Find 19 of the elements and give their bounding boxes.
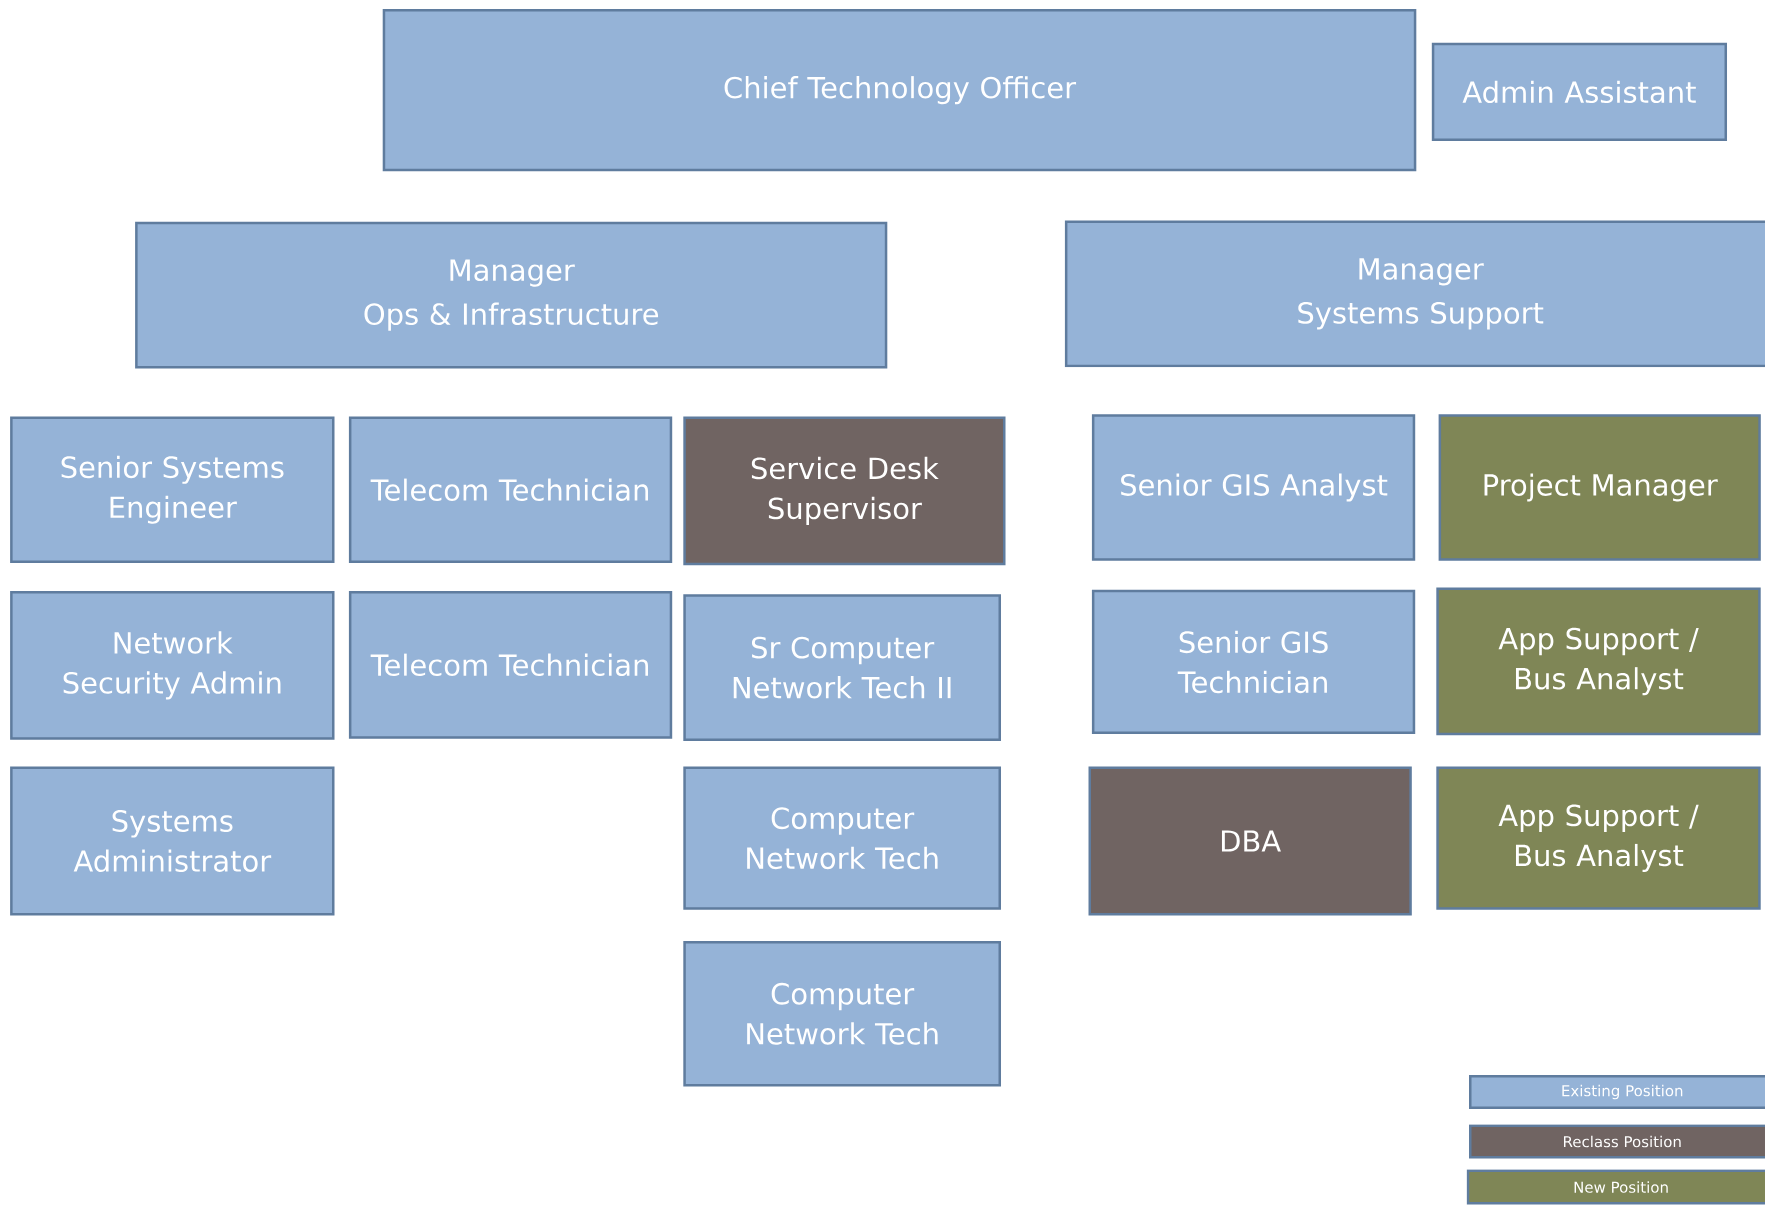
position-box: Chief Technology Officer: [382, 9, 1417, 172]
position-box: Senior GIS Analyst: [1091, 414, 1416, 561]
position-box: Manager Systems Support: [1064, 220, 1765, 368]
position-box: Systems Administrator: [10, 766, 335, 916]
position-box: Computer Network Tech: [683, 941, 1001, 1087]
position-box: Telecom Technician: [348, 591, 673, 739]
position-box: App Support / Bus Analyst: [1436, 587, 1761, 736]
position-box: Admin Assistant: [1431, 42, 1727, 141]
position-box: Senior Systems Engineer: [10, 416, 335, 564]
position-box: Computer Network Tech: [683, 766, 1001, 910]
position-box: DBA: [1088, 766, 1412, 916]
position-box: Senior GIS Technician: [1091, 589, 1416, 735]
position-box: Manager Ops & Infrastructure: [135, 221, 888, 369]
position-box: Service Desk Supervisor: [683, 416, 1006, 566]
position-box: Sr Computer Network Tech II: [683, 594, 1001, 741]
position-box: Telecom Technician: [348, 416, 673, 564]
position-box: Network Security Admin: [10, 591, 335, 740]
position-box: Project Manager: [1438, 414, 1761, 561]
position-box: App Support / Bus Analyst: [1436, 766, 1761, 910]
